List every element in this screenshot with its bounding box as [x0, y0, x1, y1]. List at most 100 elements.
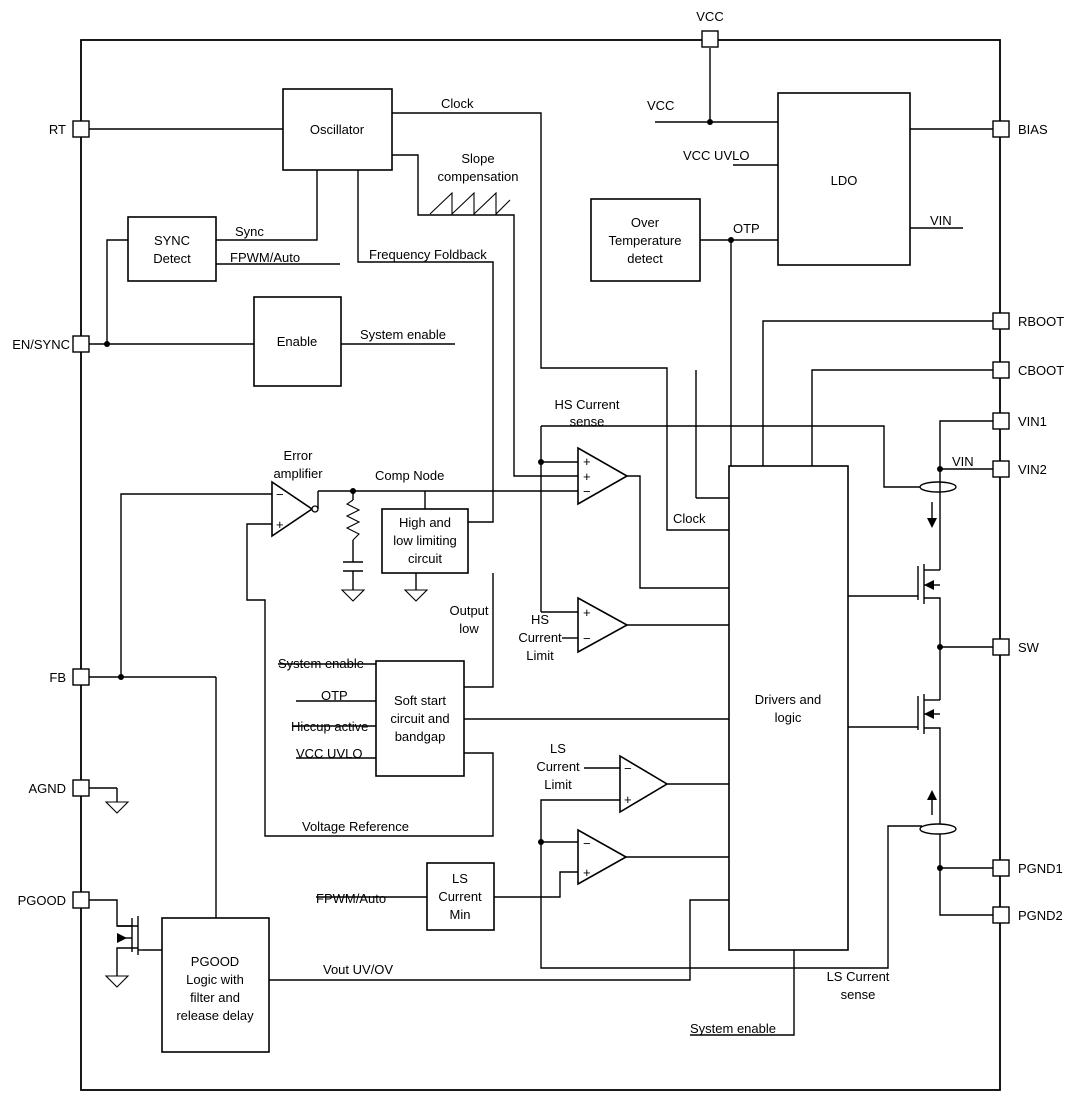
- svg-text:LS: LS: [452, 871, 468, 886]
- svg-text:PGOOD: PGOOD: [191, 954, 239, 969]
- svg-text:release delay: release delay: [176, 1008, 254, 1023]
- svg-text:detect: detect: [627, 251, 663, 266]
- en-sync-pin-label: EN/SYNC: [12, 337, 70, 352]
- ls-current-limit-label-2: Current: [536, 759, 580, 774]
- fpwm-auto-low-label: FPWM/Auto: [316, 891, 386, 906]
- voltage-reference-label: Voltage Reference: [302, 819, 409, 834]
- svg-text:Soft start: Soft start: [394, 693, 446, 708]
- error-amplifier-label: Error: [284, 448, 314, 463]
- cboot-pin-label: CBOOT: [1018, 363, 1064, 378]
- bias-pin: [992, 120, 1010, 138]
- over-temperature-block: Over Temperature detect: [590, 198, 701, 282]
- wires: [88, 48, 994, 1036]
- svg-text:+: +: [583, 454, 591, 469]
- oscillator-block: Oscillator: [282, 88, 393, 171]
- sw-pin-label: SW: [1018, 640, 1040, 655]
- sync-label: Sync: [235, 224, 264, 239]
- svg-text:+: +: [583, 865, 591, 880]
- svg-text:−: −: [583, 836, 591, 851]
- ls-current-sense-label: LS Current: [827, 969, 890, 984]
- pgnd2-pin-label: PGND2: [1018, 908, 1063, 923]
- hs-current-limit-label: HS: [531, 612, 549, 627]
- pgood-pin-label: PGOOD: [18, 893, 66, 908]
- svg-text:Enable: Enable: [277, 334, 317, 349]
- svg-text:Oscillator: Oscillator: [310, 122, 365, 137]
- otp-label: OTP: [733, 221, 760, 236]
- svg-text:circuit: circuit: [408, 551, 442, 566]
- vin-ldo-label: VIN: [930, 213, 952, 228]
- vin2-pin: [992, 460, 1010, 478]
- vin1-pin: [992, 412, 1010, 430]
- vcc-pin-label: VCC: [696, 9, 723, 24]
- rboot-pin: [992, 312, 1010, 330]
- pgnd2-pin: [992, 906, 1010, 924]
- vcc-pin: [701, 30, 719, 48]
- slope-compensation-label-2: compensation: [438, 169, 519, 184]
- svg-text:−: −: [276, 487, 284, 502]
- hiccup-active-label: Hiccup active: [291, 719, 368, 734]
- svg-text:+: +: [583, 605, 591, 620]
- error-amplifier: − +: [271, 480, 319, 538]
- ldo-block: LDO: [777, 92, 911, 266]
- compensation-resistor: [345, 499, 361, 541]
- svg-text:LDO: LDO: [831, 173, 858, 188]
- rt-pin: [72, 120, 90, 138]
- hs-pwm-comparator: + + −: [577, 446, 629, 506]
- pins: VCC RT EN/SYNC FB AGND PGOOD BIAS RBOOT …: [12, 9, 1064, 924]
- sync-detect-block: SYNC Detect: [127, 216, 217, 282]
- pgnd1-pin-label: PGND1: [1018, 861, 1063, 876]
- limiting-circuit-block: High and low limiting circuit: [381, 508, 469, 574]
- svg-text:Over: Over: [631, 215, 660, 230]
- svg-text:−: −: [624, 761, 632, 776]
- ss-vcc-uvlo-label: VCC UVLO: [296, 746, 362, 761]
- rt-pin-label: RT: [49, 122, 66, 137]
- enable-block: Enable: [253, 296, 342, 387]
- svg-text:filter and: filter and: [190, 990, 240, 1005]
- slope-compensation-label: Slope: [461, 151, 494, 166]
- ls-current-min-block: LS Current Min: [426, 862, 495, 931]
- clock-mid-label: Clock: [673, 511, 706, 526]
- signal-labels: Clock Slope compensation VCC VCC UVLO Sy…: [230, 96, 974, 1036]
- high-side-fet: [917, 564, 941, 604]
- system-enable-label: System enable: [360, 327, 446, 342]
- en-sync-pin: [72, 335, 90, 353]
- vin2-pin-label: VIN2: [1018, 462, 1047, 477]
- pgood-pin: [72, 891, 90, 909]
- ground-symbols: [104, 589, 429, 988]
- svg-text:Drivers and: Drivers and: [755, 692, 821, 707]
- svg-text:+: +: [583, 469, 591, 484]
- agnd-pin-label: AGND: [28, 781, 66, 796]
- svg-text:Current: Current: [438, 889, 482, 904]
- ls-current-limit-comparator: − +: [619, 754, 669, 814]
- hs-current-limit-label-3: Limit: [526, 648, 554, 663]
- vcc-uvlo-label: VCC UVLO: [683, 148, 749, 163]
- chip-boundary: [80, 39, 1001, 1091]
- ss-system-enable-label: System enable: [278, 656, 364, 671]
- fb-pin: [72, 668, 90, 686]
- bias-pin-label: BIAS: [1018, 122, 1048, 137]
- sw-pin: [992, 638, 1010, 656]
- svg-text:High and: High and: [399, 515, 451, 530]
- frequency-foldback-label: Frequency Foldback: [369, 247, 487, 262]
- svg-text:Temperature: Temperature: [609, 233, 682, 248]
- ls-current-limit-label: LS: [550, 741, 566, 756]
- ls-current-sense-label-2: sense: [841, 987, 876, 1002]
- ss-otp-label: OTP: [321, 688, 348, 703]
- output-low-label-2: low: [459, 621, 479, 636]
- pgnd1-pin: [992, 859, 1010, 877]
- fpwm-auto-label: FPWM/Auto: [230, 250, 300, 265]
- system-enable-bottom-label: System enable: [690, 1021, 776, 1036]
- vcc-ldo-label: VCC: [647, 98, 674, 113]
- svg-text:logic: logic: [775, 710, 802, 725]
- svg-text:Logic with: Logic with: [186, 972, 244, 987]
- hs-current-limit-comparator: + −: [577, 596, 629, 654]
- hs-current-sense-toroid: [919, 481, 957, 528]
- svg-text:low limiting: low limiting: [393, 533, 457, 548]
- svg-text:Min: Min: [450, 907, 471, 922]
- drivers-logic-block: Drivers and logic: [728, 465, 849, 951]
- pgood-fet: [116, 916, 143, 955]
- hs-current-sense-label: HS Current: [554, 397, 619, 412]
- svg-text:−: −: [583, 631, 591, 646]
- svg-text:−: −: [583, 484, 591, 499]
- clock-label: Clock: [441, 96, 474, 111]
